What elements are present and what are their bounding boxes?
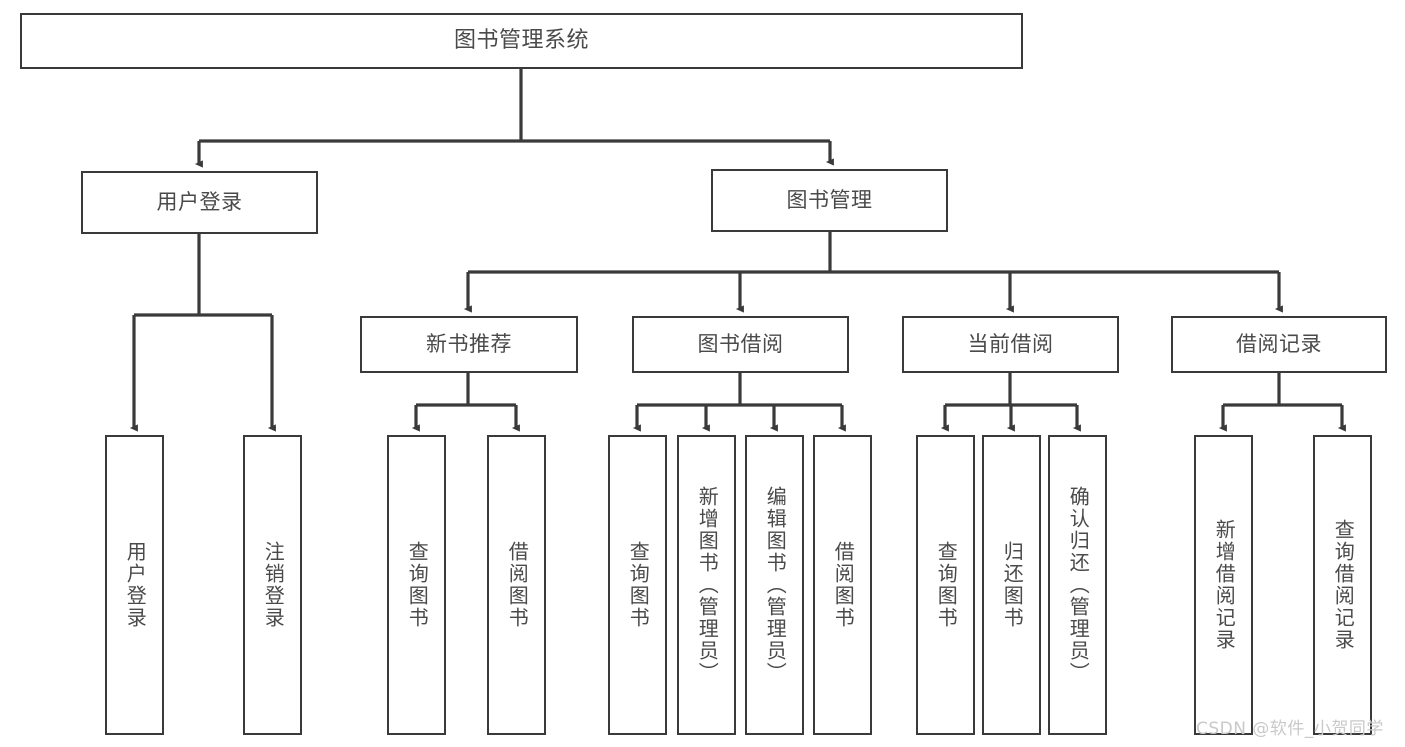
node-leaf-edit-book-label: 编辑图书（管理员） bbox=[763, 486, 788, 684]
node-leaf-add-book-label: 新增图书（管理员） bbox=[695, 486, 720, 684]
node-leaf-user-logout-label: 注销登录 bbox=[261, 541, 286, 629]
node-leaf-user-logout[interactable]: 注销登录 bbox=[243, 435, 302, 735]
node-book-manage[interactable]: 图书管理 bbox=[711, 169, 948, 232]
node-borrow-record[interactable]: 借阅记录 bbox=[1171, 316, 1387, 373]
node-leaf-query-book-1-label: 查询图书 bbox=[405, 541, 430, 629]
node-leaf-confirm-return[interactable]: 确认归还（管理员） bbox=[1048, 435, 1107, 735]
node-leaf-user-login-label: 用户登录 bbox=[123, 541, 148, 629]
node-leaf-add-book[interactable]: 新增图书（管理员） bbox=[677, 435, 736, 735]
node-leaf-add-record[interactable]: 新增借阅记录 bbox=[1194, 435, 1253, 735]
node-borrow-record-label: 借阅记录 bbox=[1236, 332, 1322, 357]
node-book-borrow-label: 图书借阅 bbox=[697, 332, 784, 357]
node-user-login[interactable]: 用户登录 bbox=[81, 171, 318, 234]
node-leaf-query-book-2[interactable]: 查询图书 bbox=[608, 435, 667, 735]
node-leaf-borrow-book-1[interactable]: 借阅图书 bbox=[487, 435, 546, 735]
node-leaf-query-record-label: 查询借阅记录 bbox=[1331, 519, 1356, 651]
csdn-watermark: CSDN @软件_小贺同学 bbox=[1196, 719, 1384, 739]
node-new-book-recommend-label: 新书推荐 bbox=[426, 332, 512, 357]
node-leaf-query-book-3-label: 查询图书 bbox=[934, 541, 959, 629]
node-leaf-query-book-1[interactable]: 查询图书 bbox=[387, 435, 446, 735]
node-book-manage-label: 图书管理 bbox=[786, 188, 873, 213]
node-leaf-borrow-book-2-label: 借阅图书 bbox=[831, 541, 856, 629]
node-book-borrow[interactable]: 图书借阅 bbox=[632, 316, 849, 373]
node-new-book-recommend[interactable]: 新书推荐 bbox=[360, 316, 578, 373]
node-leaf-return-book-label: 归还图书 bbox=[1000, 541, 1025, 629]
node-leaf-confirm-return-label: 确认归还（管理员） bbox=[1066, 486, 1091, 684]
node-leaf-query-book-3[interactable]: 查询图书 bbox=[916, 435, 975, 735]
node-leaf-query-record[interactable]: 查询借阅记录 bbox=[1313, 435, 1372, 735]
node-leaf-add-record-label: 新增借阅记录 bbox=[1212, 519, 1237, 651]
node-leaf-query-book-2-label: 查询图书 bbox=[626, 541, 651, 629]
node-user-login-label: 用户登录 bbox=[156, 190, 243, 215]
node-root-label: 图书管理系统 bbox=[453, 28, 589, 54]
node-current-borrow-label: 当前借阅 bbox=[967, 332, 1054, 357]
node-leaf-borrow-book-1-label: 借阅图书 bbox=[505, 541, 530, 629]
node-root[interactable]: 图书管理系统 bbox=[20, 13, 1023, 69]
node-leaf-user-login[interactable]: 用户登录 bbox=[105, 435, 164, 735]
node-leaf-borrow-book-2[interactable]: 借阅图书 bbox=[813, 435, 872, 735]
node-current-borrow[interactable]: 当前借阅 bbox=[902, 316, 1119, 373]
node-leaf-return-book[interactable]: 归还图书 bbox=[982, 435, 1041, 735]
node-leaf-edit-book[interactable]: 编辑图书（管理员） bbox=[745, 435, 804, 735]
